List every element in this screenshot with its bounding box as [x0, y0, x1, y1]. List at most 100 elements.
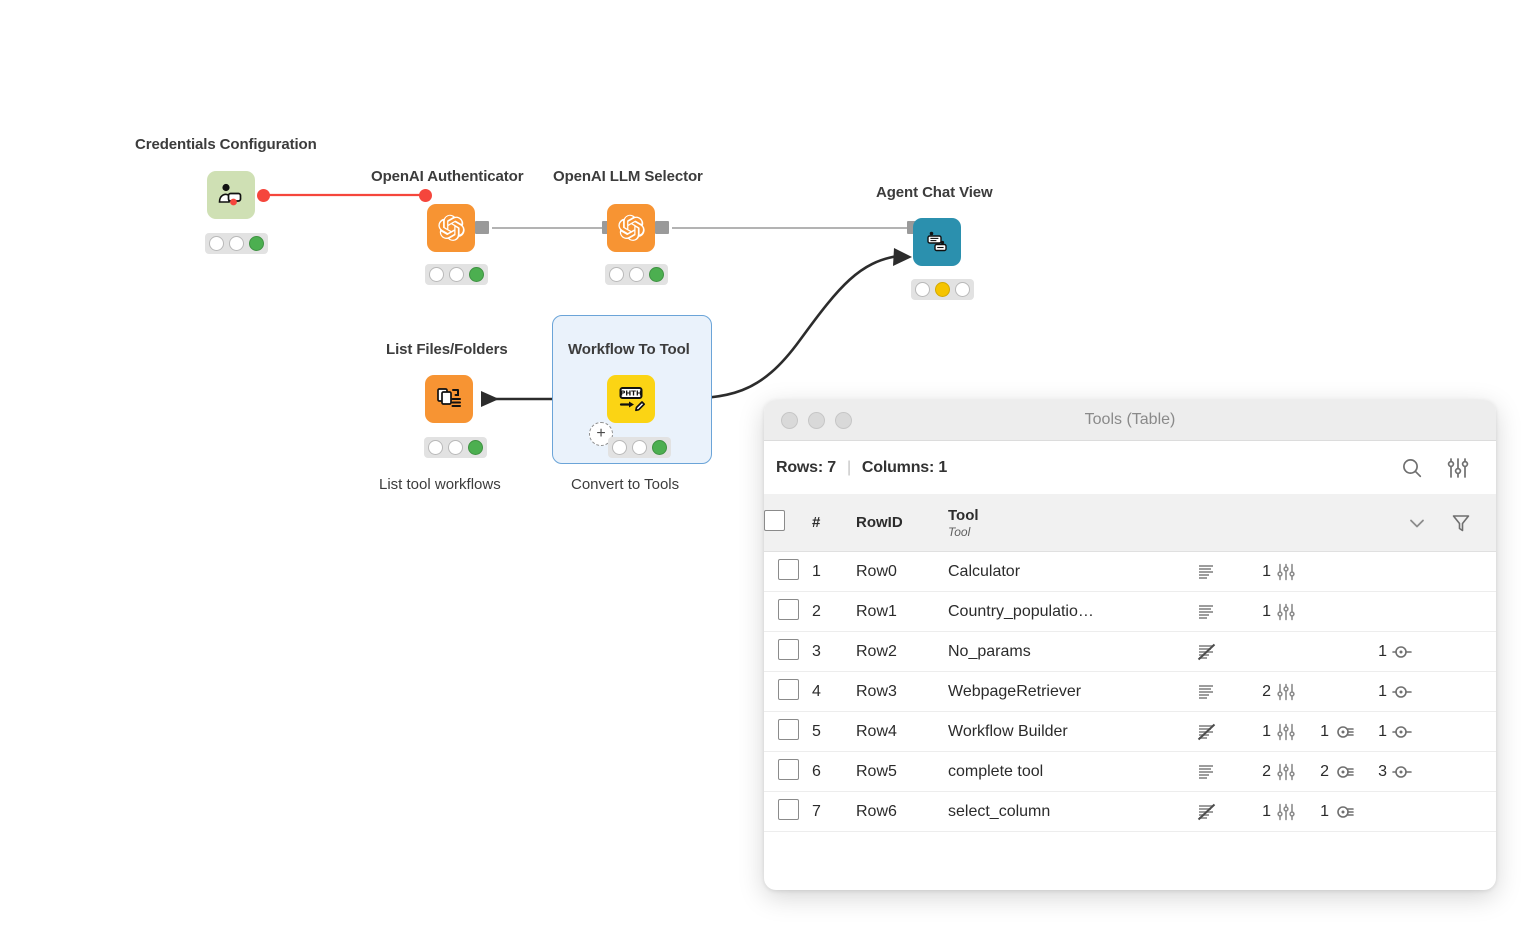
tools-table: # RowID Tool Tool	[764, 494, 1496, 832]
status-light-executed	[469, 267, 484, 282]
row-select-cell[interactable]	[764, 672, 812, 712]
search-icon[interactable]	[1400, 456, 1424, 480]
node-title-list-files-folders: List Files/Folders	[386, 341, 508, 358]
row-id: Row3	[856, 682, 897, 700]
status-light-executed	[955, 282, 970, 297]
row-select-cell[interactable]	[764, 592, 812, 632]
tool-header[interactable]: Tool Tool	[948, 494, 1196, 552]
filter-funnel-icon[interactable]	[1450, 512, 1472, 534]
tool-header-label: Tool	[948, 506, 979, 524]
node-workflow-to-tool[interactable]: PHTH	[607, 375, 655, 423]
window-maximize-button[interactable]	[835, 411, 852, 429]
description-disabled-icon	[1196, 721, 1238, 743]
row-checkbox[interactable]	[777, 638, 799, 660]
row-checkbox[interactable]	[777, 558, 799, 580]
output-ports-count: 3	[1378, 762, 1387, 780]
status-light-configured	[935, 282, 950, 297]
rowid-header[interactable]: RowID	[856, 494, 948, 552]
select-all-header[interactable]	[764, 494, 812, 552]
row-select-cell[interactable]	[764, 752, 812, 792]
row-meta-icons: 1	[1196, 632, 1496, 671]
node-credentials-configuration[interactable]	[207, 171, 255, 219]
table-toolbar: Rows: 7 | Columns: 1	[764, 441, 1496, 494]
status-light-executed	[468, 440, 483, 455]
row-select-cell[interactable]	[764, 792, 812, 832]
output-ports-count: 1	[1378, 642, 1387, 660]
status-light-idle	[209, 236, 224, 251]
output-ports-count: 1	[1378, 722, 1387, 740]
table-header-actions	[1196, 494, 1496, 552]
arrowhead-listfiles-out	[481, 391, 499, 407]
output-ports: 1	[1354, 682, 1412, 702]
node-openai-authenticator[interactable]	[427, 204, 475, 252]
window-close-button[interactable]	[781, 411, 798, 429]
input-ports-count: 1	[1320, 722, 1329, 740]
node-agent-chat-view[interactable]	[913, 218, 961, 266]
status-light-executed	[249, 236, 264, 251]
port-credentials-out[interactable]	[257, 189, 270, 202]
path-to-tool-icon: PHTH	[619, 387, 646, 412]
node-title-openai-authenticator: OpenAI Authenticator	[371, 168, 524, 185]
status-light-configured	[448, 440, 463, 455]
row-select-cell[interactable]	[764, 632, 812, 672]
status-light-idle	[915, 282, 930, 297]
port-authenticator-in[interactable]	[419, 189, 432, 202]
row-checkbox[interactable]	[777, 798, 799, 820]
row-checkbox[interactable]	[777, 758, 799, 780]
row-tool-name: WebpageRetriever	[948, 682, 1082, 700]
row-id: Row6	[856, 802, 897, 820]
settings-sliders-icon[interactable]	[1446, 456, 1470, 480]
row-id: Row1	[856, 602, 897, 620]
status-light-configured	[449, 267, 464, 282]
row-checkbox[interactable]	[777, 598, 799, 620]
port-selector-out[interactable]	[655, 221, 669, 234]
select-all-checkbox[interactable]	[764, 510, 785, 531]
toolbar-separator: |	[846, 458, 851, 476]
port-authenticator-out[interactable]	[475, 221, 489, 234]
status-light-executed	[649, 267, 664, 282]
row-index: 7	[812, 802, 821, 820]
node-list-files-folders[interactable]	[425, 375, 473, 423]
row-id: Row0	[856, 562, 897, 580]
tools-table-window: Tools (Table) Rows: 7 | Columns: 1	[764, 400, 1496, 890]
table-row[interactable]: 2 Row1 Country_populatio… 1	[764, 592, 1496, 632]
description-icon	[1196, 761, 1238, 783]
parameters: 1	[1238, 562, 1296, 582]
parameters-count: 2	[1262, 762, 1271, 780]
chevron-down-icon[interactable]	[1406, 512, 1428, 534]
input-ports-count: 2	[1320, 762, 1329, 780]
parameters: 1	[1238, 802, 1296, 822]
row-checkbox[interactable]	[777, 718, 799, 740]
row-tool-meta: 1	[1196, 592, 1496, 632]
node-title-workflow-to-tool: Workflow To Tool	[568, 341, 690, 358]
row-index: 6	[812, 762, 821, 780]
row-index: 2	[812, 602, 821, 620]
description-icon	[1196, 601, 1238, 623]
row-tool-meta: 1	[1196, 632, 1496, 672]
parameters-count: 1	[1262, 722, 1271, 740]
node-subtitle-workflow-to-tool: Convert to Tools	[571, 476, 680, 493]
row-index: 5	[812, 722, 821, 740]
status-light-executed	[652, 440, 667, 455]
row-select-cell[interactable]	[764, 552, 812, 592]
output-ports: 3	[1354, 762, 1412, 782]
parameters-count: 1	[1262, 562, 1271, 580]
window-minimize-button[interactable]	[808, 411, 825, 429]
row-select-cell[interactable]	[764, 712, 812, 752]
arrowhead-chatview-in	[893, 248, 912, 266]
row-tool-name: Country_populatio…	[948, 602, 1094, 620]
node-openai-llm-selector[interactable]	[607, 204, 655, 252]
parameters: 1	[1238, 602, 1296, 622]
row-meta-icons: 1	[1196, 592, 1496, 631]
row-checkbox[interactable]	[777, 678, 799, 700]
index-header[interactable]: #	[812, 494, 856, 552]
row-tool-name: No_params	[948, 642, 1031, 660]
